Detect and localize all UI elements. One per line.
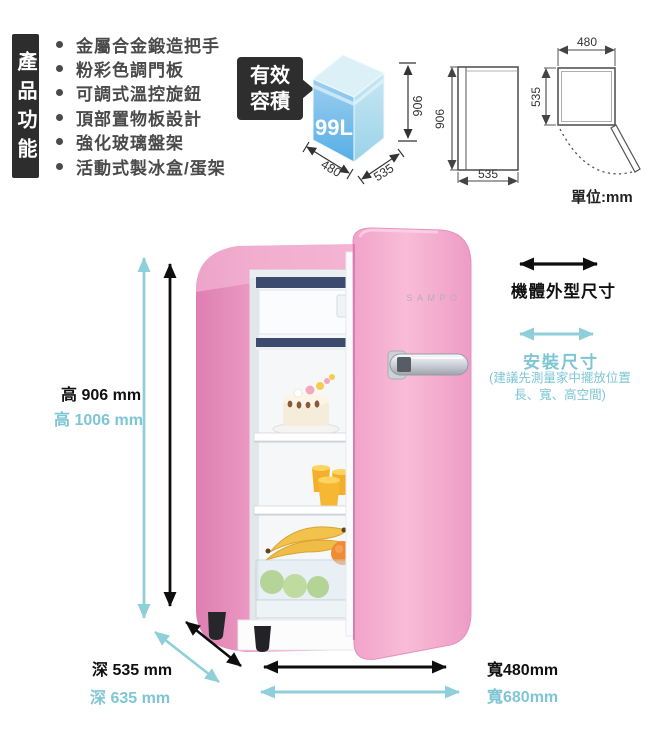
feature-item: 金屬合金鍛造把手 bbox=[56, 32, 226, 56]
install-note-line2: 長、寬、高空間) bbox=[514, 388, 606, 402]
door-open-bar bbox=[610, 124, 641, 173]
height-install-label: 高 1006 mm bbox=[54, 412, 143, 429]
product-features-tab: 產品功能 bbox=[12, 34, 39, 178]
capacity-tag-line2: 容積 bbox=[250, 90, 290, 113]
fridge-illustration: SAMPO bbox=[137, 227, 598, 699]
install-note: (建議先測量家中擺放位置 長、寬、高空間) bbox=[482, 370, 638, 404]
feature-item: 粉彩色調門板 bbox=[56, 56, 226, 80]
capacity-value: 99L bbox=[315, 115, 353, 140]
capacity-box-illustration: 99L 906 480 535 bbox=[302, 54, 425, 185]
unit-note: 單位:mm bbox=[571, 189, 633, 206]
box-height-dim: 906 bbox=[411, 96, 425, 117]
crisper-drawer bbox=[255, 559, 357, 619]
feature-item: 可調式溫控旋鈕 bbox=[56, 81, 226, 105]
capacity-tag-line1: 有效 bbox=[250, 64, 290, 87]
feature-item: 活動式製冰盒/蛋架 bbox=[56, 154, 226, 178]
box-depth-dim: 535 bbox=[371, 161, 396, 184]
side-depth-dim: 535 bbox=[478, 167, 498, 181]
width-install-label: 寬680mm bbox=[487, 689, 559, 706]
depth-install-label: 深 635 mm bbox=[90, 690, 171, 707]
top-width-dim: 480 bbox=[577, 35, 597, 49]
depth-install-arrow bbox=[154, 630, 220, 684]
depth-outer-label: 深 535 mm bbox=[92, 662, 173, 679]
top-view-outline bbox=[557, 67, 616, 126]
box-depth-dim-arrow bbox=[361, 153, 400, 180]
side-height-dim: 906 bbox=[433, 109, 447, 129]
height-outer-label: 高 906 mm bbox=[61, 387, 142, 404]
box-lid-band bbox=[313, 84, 354, 106]
side-view-outline bbox=[457, 66, 519, 171]
glass-shelf-edge bbox=[256, 338, 358, 347]
door-swing-arc bbox=[559, 128, 633, 175]
technical-drawings: 906 535 480 535 bbox=[433, 35, 641, 186]
box-lid-band-side bbox=[354, 78, 384, 106]
door-handle bbox=[387, 350, 469, 380]
fridge-top-cap bbox=[196, 244, 360, 292]
install-note-line1: (建議先測量家中擺放位置 bbox=[489, 371, 631, 385]
effective-capacity-tag: 有效 容積 bbox=[237, 57, 314, 120]
legend-install-label: 安裝尺寸 bbox=[523, 353, 599, 372]
lower-shelf bbox=[253, 505, 359, 515]
feature-item: 頂部置物板設計 bbox=[56, 105, 226, 129]
top-depth-dim: 535 bbox=[529, 87, 543, 107]
fridge-foot bbox=[254, 626, 271, 652]
mid-shelf bbox=[253, 432, 359, 442]
brand-logo: SAMPO bbox=[406, 293, 461, 303]
legend-outer-label: 機體外型尺寸 bbox=[511, 283, 616, 301]
cake bbox=[272, 374, 340, 436]
feature-item: 強化玻璃盤架 bbox=[56, 130, 226, 154]
box-right-face bbox=[353, 71, 385, 164]
feature-list: 金屬合金鍛造把手 粉彩色調門板 可調式溫控旋鈕 頂部置物板設計 強化玻璃盤架 活… bbox=[56, 32, 226, 178]
box-width-dim-arrow bbox=[306, 146, 350, 174]
box-width-dim: 480 bbox=[319, 157, 344, 180]
fridge-door bbox=[352, 227, 472, 660]
width-outer-label: 寬480mm bbox=[487, 662, 559, 679]
freezer-shelf-edge bbox=[256, 277, 358, 288]
